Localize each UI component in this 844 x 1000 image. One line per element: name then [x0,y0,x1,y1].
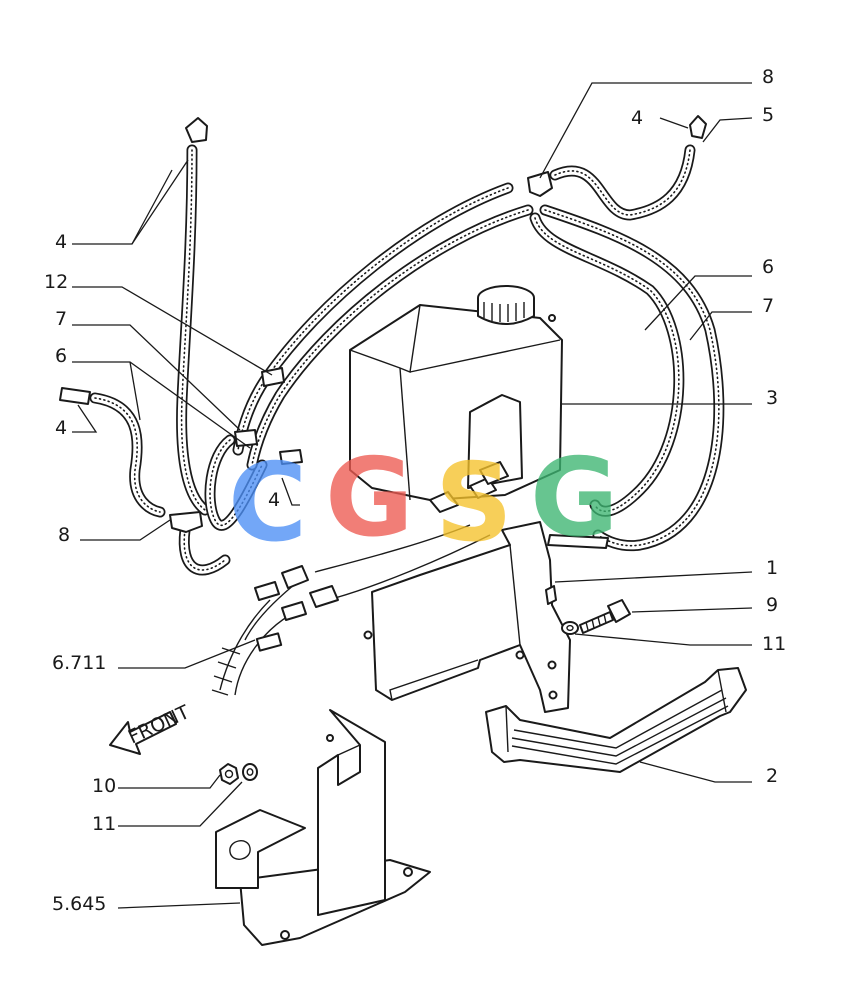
label-7-right: 7 [762,295,774,317]
fitting-center-7 [234,429,258,447]
label-8-left: 8 [58,524,70,546]
front-direction-arrow: FRONT [109,701,193,755]
fitting-center-4 [279,449,303,465]
mounting-bracket [215,709,431,946]
label-11-left: 11 [92,813,116,835]
nozzle-left [59,387,91,405]
hose-left-loop [204,434,268,531]
nozzle-top-right [689,115,707,139]
bolt-and-washer [561,599,631,635]
leader-lines [72,82,753,909]
tee-left [169,511,203,533]
label-6-right: 6 [762,256,774,278]
watermark-letter-g2: G [530,436,619,561]
reservoir-bracket [363,521,571,713]
tee-top [527,171,553,197]
front-arrow-label: FRONT [125,701,193,749]
label-3: 3 [766,387,778,409]
hose-left-lower [178,524,231,576]
label-6-711: 6.711 [52,652,106,674]
label-8-top: 8 [762,66,774,88]
label-4-top-left: 4 [55,231,67,253]
label-4-center: 4 [268,489,280,511]
hose-long-lower [246,204,534,471]
watermark-logo: C G S G [228,436,619,566]
hose-left-vertical [176,144,211,516]
washer-reservoir [349,285,563,513]
watermark-letter-g1: G [325,436,414,561]
label-7-left: 7 [55,308,67,330]
watermark-letter-s: S [435,441,513,566]
wiring-harness [211,524,491,696]
watermark-letter-c: C [228,441,307,566]
label-5: 5 [762,104,774,126]
label-12: 12 [44,271,68,293]
hose-right-inner [529,212,685,517]
label-4-top-right: 4 [631,107,643,129]
hose-long-upper [232,182,514,456]
label-11-right: 11 [762,633,786,655]
hose-right-top [549,144,696,221]
label-9: 9 [766,594,778,616]
label-6-left: 6 [55,345,67,367]
nut-and-washer [219,763,258,785]
retaining-strap [485,667,747,773]
label-1: 1 [766,557,778,579]
part-labels: 8 4 5 6 7 3 1 9 11 2 4 12 7 6 4 4 8 6.71… [44,66,786,915]
label-5-645: 5.645 [52,893,106,915]
label-10: 10 [92,775,116,797]
label-4-left: 4 [55,417,67,439]
nozzle-top-left [185,117,208,143]
hose-stub-right [547,534,609,549]
label-2: 2 [766,765,778,787]
hose-left-short [89,392,166,518]
